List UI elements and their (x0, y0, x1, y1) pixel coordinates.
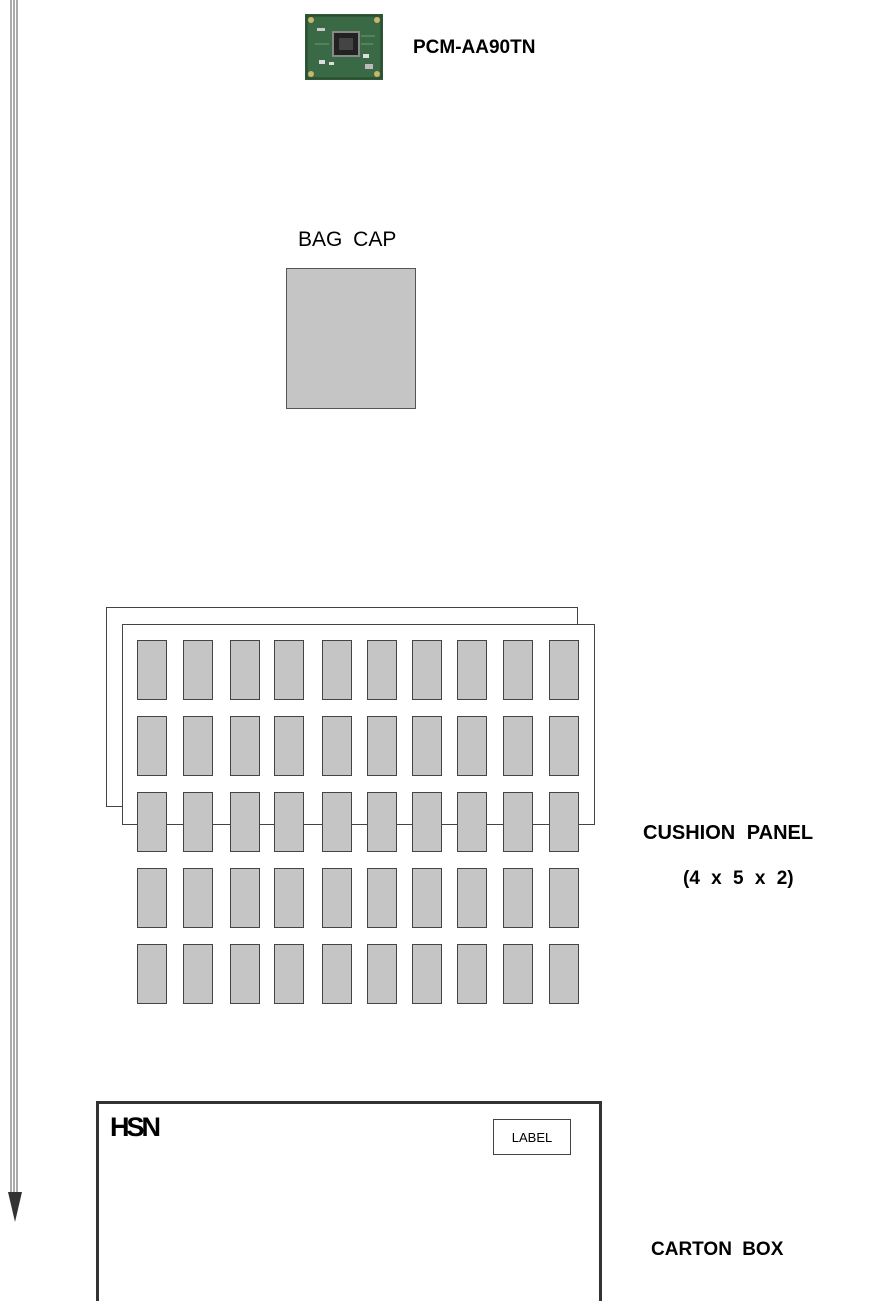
cushion-cell (183, 716, 213, 776)
cushion-cell (457, 792, 487, 852)
cushion-cell (274, 868, 304, 928)
cushion-cell (549, 640, 579, 700)
cushion-cell (367, 716, 397, 776)
cushion-cell (412, 868, 442, 928)
cushion-cell (367, 868, 397, 928)
cushion-cell (322, 944, 352, 1004)
cushion-cell (412, 640, 442, 700)
carton-box-label: CARTON BOX (651, 1239, 783, 1261)
cushion-cell (457, 868, 487, 928)
cushion-cell (274, 716, 304, 776)
cushion-cell (183, 944, 213, 1004)
cushion-cell (412, 792, 442, 852)
cushion-cell (137, 640, 167, 700)
carton-label-tag: LABEL (493, 1119, 571, 1155)
cushion-cell (274, 944, 304, 1004)
bag-cap-shape (286, 268, 416, 409)
cushion-cell (503, 944, 533, 1004)
cushion-cell (549, 868, 579, 928)
cushion-cell (457, 716, 487, 776)
cushion-cell (322, 792, 352, 852)
cushion-cell (503, 868, 533, 928)
cushion-cell (137, 944, 167, 1004)
cushion-cell (457, 944, 487, 1004)
cushion-cell (549, 792, 579, 852)
cushion-cell (137, 792, 167, 852)
cushion-cell (183, 640, 213, 700)
cushion-cell (322, 868, 352, 928)
cushion-cell (322, 640, 352, 700)
cushion-cell (412, 944, 442, 1004)
cushion-cell (367, 640, 397, 700)
flow-arrow-shaft (10, 0, 19, 1192)
cushion-cell (183, 792, 213, 852)
cushion-cell (367, 792, 397, 852)
cushion-cell (549, 944, 579, 1004)
cushion-cell (230, 868, 260, 928)
cushion-cell (503, 792, 533, 852)
bag-cap-label: BAG CAP (298, 228, 396, 252)
cushion-cell (549, 716, 579, 776)
cushion-cell (137, 716, 167, 776)
cushion-cell (503, 716, 533, 776)
flow-arrow-head-icon (8, 1192, 22, 1222)
cushion-cell (457, 640, 487, 700)
cushion-cell (274, 640, 304, 700)
cushion-cell (412, 716, 442, 776)
cushion-cell (230, 792, 260, 852)
cushion-cell (230, 640, 260, 700)
cushion-panel-label: CUSHION PANEL (643, 822, 813, 845)
cushion-cell (230, 944, 260, 1004)
hsn-logo: HSN (110, 1112, 158, 1143)
cushion-cell (503, 640, 533, 700)
camera-module-pcb-icon (305, 14, 383, 80)
cushion-cell (137, 868, 167, 928)
cushion-panel-front (122, 624, 595, 825)
product-model: PCM-AA90TN (413, 37, 535, 59)
cushion-cell (322, 716, 352, 776)
cushion-cell (183, 868, 213, 928)
cushion-cell (367, 944, 397, 1004)
cushion-cell (230, 716, 260, 776)
cushion-panel-quantity: (4 x 5 x 2) (683, 868, 794, 890)
cushion-cell (274, 792, 304, 852)
